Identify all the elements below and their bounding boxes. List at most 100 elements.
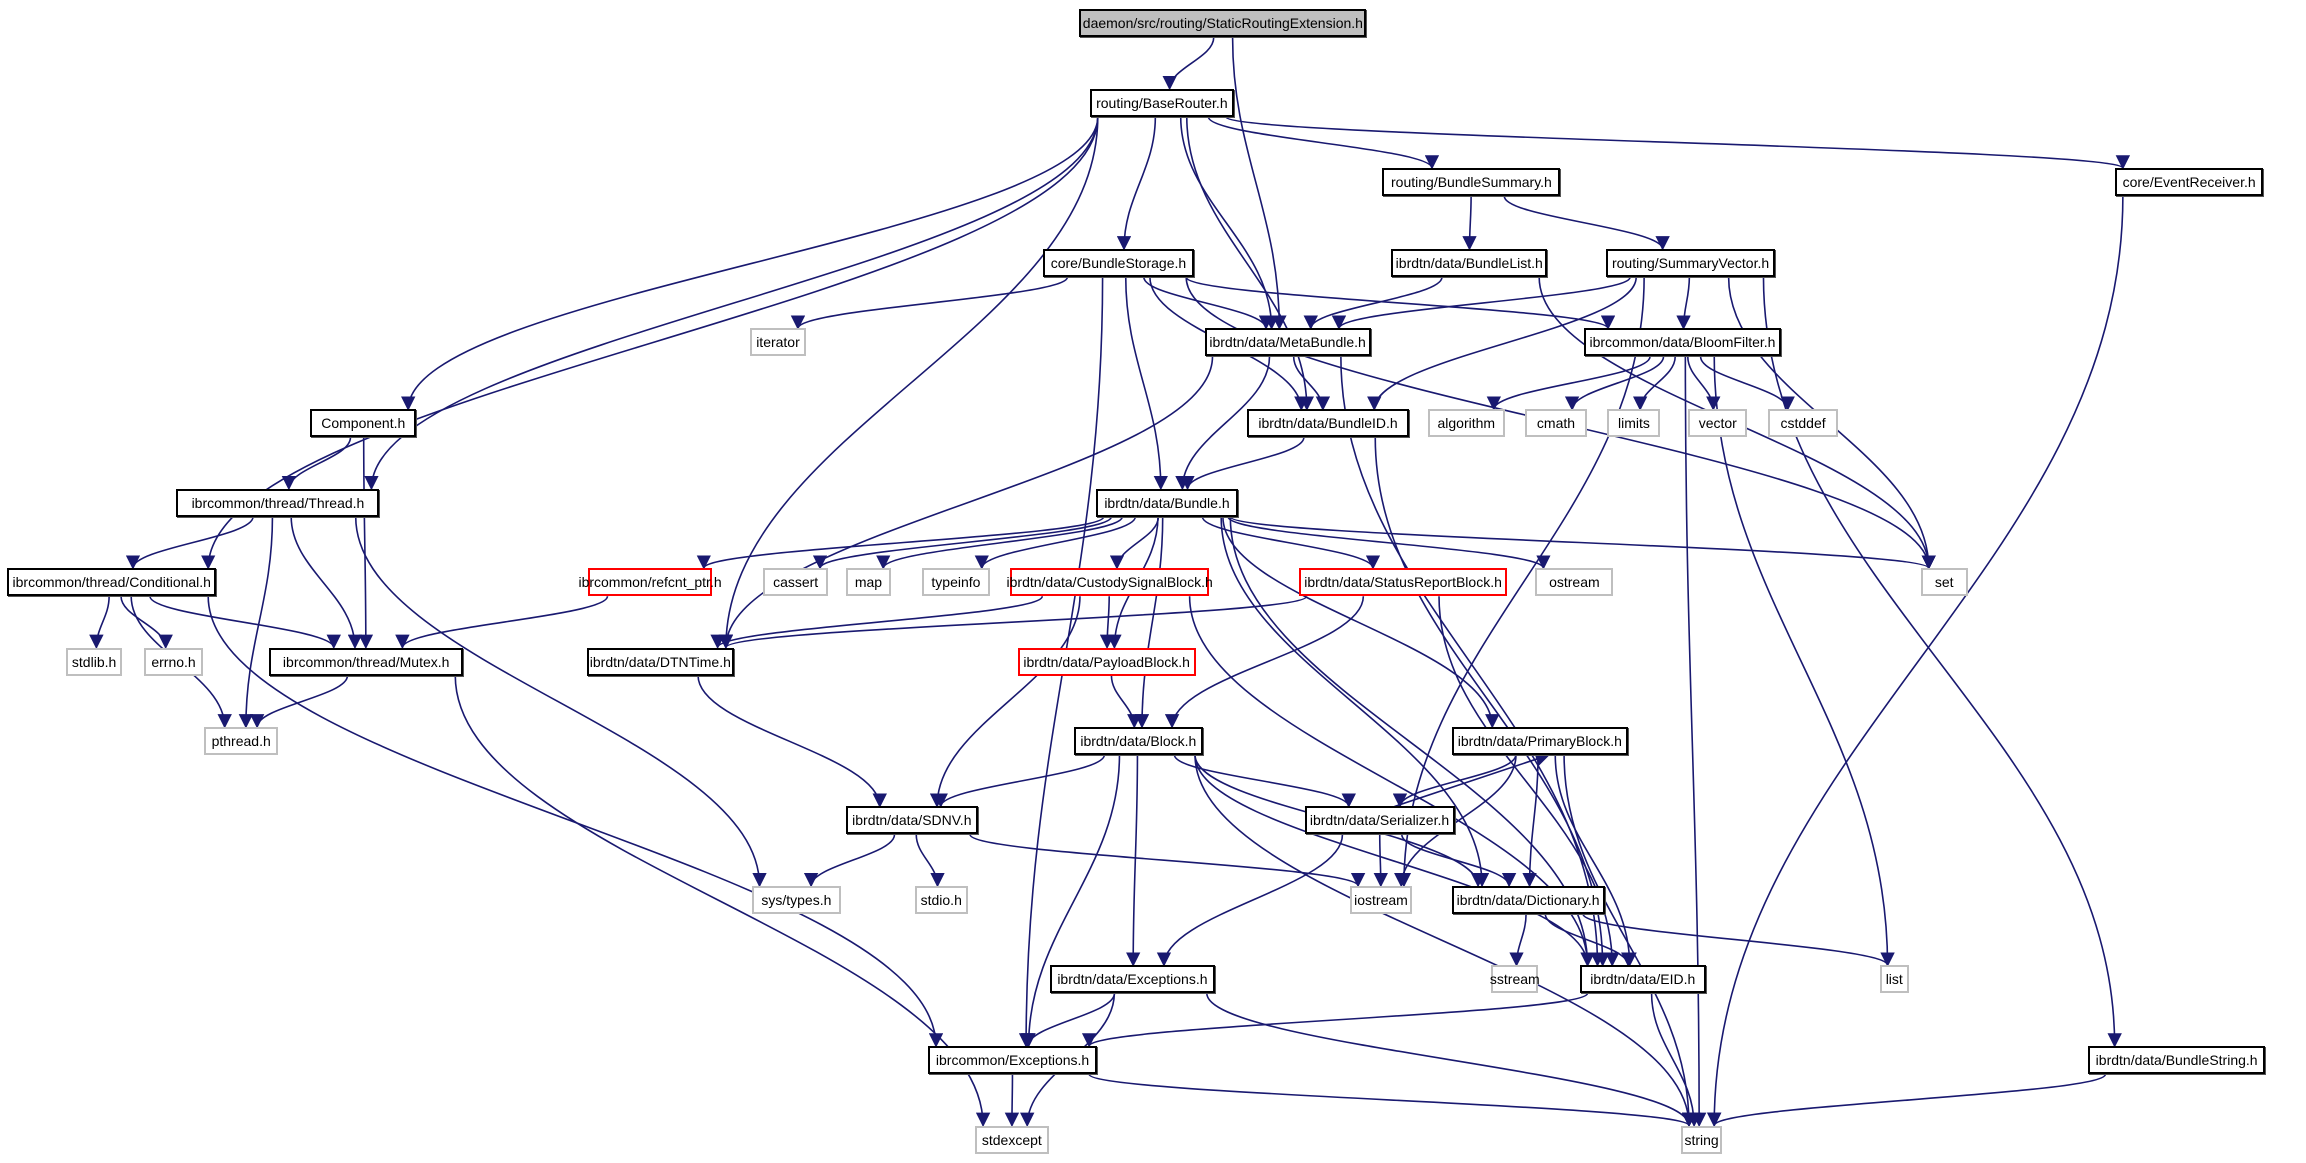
- node-label: ibrdtn/data/Exceptions.h: [1057, 971, 1208, 988]
- edge-Serializer-to-iostream: [1373, 834, 1388, 888]
- node-conditional[interactable]: ibrcommon/thread/Conditional.h: [7, 568, 217, 597]
- node-iterator: iterator: [750, 328, 806, 357]
- edge-Block-to-SDNV: [933, 754, 1106, 808]
- node-stdexcept: stdexcept: [975, 1125, 1049, 1154]
- edge-Serializer-to-Exceptions: [1156, 834, 1344, 967]
- node-label: ibrdtn/data/Block.h: [1080, 733, 1197, 750]
- node-label: cassert: [773, 574, 819, 591]
- node-event-receiver[interactable]: core/EventReceiver.h: [2114, 168, 2264, 197]
- edge-Bundle-to-cassert: [812, 516, 1113, 570]
- edge-Bundle-to-ostream: [1227, 516, 1551, 570]
- node-label: ibrcommon/Exceptions.h: [935, 1052, 1090, 1069]
- edge-Exceptions-to-ibrExceptions: [1020, 993, 1116, 1048]
- edge-Thread-to-pthread: [238, 516, 274, 729]
- edge-ibrExceptions-to-string: [1088, 1073, 1696, 1128]
- edge-SDNV-to-iostream: [969, 833, 1366, 888]
- node-bundle-id[interactable]: ibrdtn/data/BundleID.h: [1247, 409, 1409, 438]
- node-status-report[interactable]: ibrdtn/data/StatusReportBlock.h: [1298, 568, 1508, 597]
- node-dtntime[interactable]: ibrdtn/data/DTNTime.h: [586, 647, 734, 676]
- node-refcnt[interactable]: ibrcommon/refcnt_ptr.h: [578, 568, 722, 597]
- node-label: ibrcommon/refcnt_ptr.h: [578, 574, 722, 591]
- node-bundle-string[interactable]: ibrdtn/data/BundleString.h: [2088, 1046, 2265, 1075]
- edge-EID-to-ibrExceptions: [1082, 992, 1589, 1048]
- node-bloom-filter[interactable]: ibrcommon/data/BloomFilter.h: [1583, 328, 1781, 357]
- edge-Dictionary-to-EID: [1544, 913, 1636, 967]
- node-eid[interactable]: ibrdtn/data/EID.h: [1579, 965, 1706, 994]
- node-summary-vector[interactable]: routing/SummaryVector.h: [1606, 249, 1776, 278]
- node-vector: vector: [1688, 409, 1748, 438]
- edge-BundleStorage-to-Bundle: [1124, 277, 1169, 491]
- node-label: ibrdtn/data/PrimaryBlock.h: [1457, 733, 1622, 750]
- edge-Conditional-to-stdlib: [89, 596, 110, 650]
- edge-BaseRouter-to-Thread: [364, 116, 1099, 491]
- node-base-router[interactable]: routing/BaseRouter.h: [1089, 88, 1234, 117]
- edge-ibrExceptions-to-stdexcept: [1004, 1074, 1020, 1128]
- node-thread[interactable]: ibrcommon/thread/Thread.h: [176, 488, 380, 517]
- node-ibr-exceptions[interactable]: ibrcommon/Exceptions.h: [928, 1046, 1098, 1075]
- edge-Bundle-to-typeinfo: [974, 516, 1137, 570]
- edge-SummaryVector-to-BloomFilter: [1676, 277, 1691, 330]
- node-label: set: [1934, 574, 1954, 591]
- edge-BaseRouter-to-BundleID: [1185, 116, 1315, 411]
- edge-Mutex-to-stdexcept: [454, 675, 991, 1128]
- edge-Bundle-to-map: [876, 516, 1124, 570]
- node-exceptions[interactable]: ibrdtn/data/Exceptions.h: [1050, 965, 1215, 994]
- node-iostream: iostream: [1350, 885, 1412, 914]
- node-label: algorithm: [1437, 415, 1496, 432]
- node-bundle-list[interactable]: ibrdtn/data/BundleList.h: [1391, 249, 1548, 278]
- edge-BaseRouter-to-MetaBundle: [1179, 116, 1279, 330]
- node-meta-bundle[interactable]: ibrdtn/data/MetaBundle.h: [1204, 328, 1371, 357]
- edge-EventReceiver-to-string: [1707, 196, 2124, 1128]
- node-label: ibrdtn/data/BundleList.h: [1395, 255, 1543, 272]
- edge-StatusReport-to-DTNTime: [719, 595, 1308, 650]
- node-cstddef: cstddef: [1767, 409, 1839, 438]
- edge-Block-to-ibrExceptions: [1021, 755, 1121, 1048]
- node-label: ibrdtn/data/Bundle.h: [1104, 494, 1230, 511]
- node-stdio: stdio.h: [914, 885, 968, 914]
- node-component[interactable]: Component.h: [310, 409, 417, 438]
- edge-Dictionary-to-list: [1582, 913, 1895, 967]
- node-sdnv[interactable]: ibrdtn/data/SDNV.h: [845, 806, 978, 835]
- node-string: string: [1681, 1125, 1723, 1154]
- edge-PrimaryBlock-to-EID: [1554, 755, 1637, 967]
- node-label: core/EventReceiver.h: [2122, 174, 2256, 191]
- node-stdlib: stdlib.h: [66, 647, 123, 676]
- node-label: stdexcept: [981, 1131, 1042, 1148]
- node-payload[interactable]: ibrdtn/data/PayloadBlock.h: [1017, 647, 1196, 676]
- node-label: routing/BundleSummary.h: [1391, 174, 1552, 191]
- node-label: routing/SummaryVector.h: [1611, 255, 1770, 272]
- node-label: string: [1684, 1131, 1719, 1148]
- node-errno: errno.h: [144, 647, 203, 676]
- node-primary-block[interactable]: ibrdtn/data/PrimaryBlock.h: [1451, 727, 1629, 756]
- node-dictionary[interactable]: ibrdtn/data/Dictionary.h: [1451, 885, 1605, 914]
- edge-BloomFilter-to-cmath: [1564, 356, 1665, 411]
- node-label: iostream: [1354, 891, 1408, 908]
- edge-StatusReport-to-Block: [1164, 596, 1365, 729]
- edge-BaseRouter-to-BundleStorage: [1116, 116, 1157, 251]
- node-bundle-storage[interactable]: core/BundleStorage.h: [1042, 249, 1195, 278]
- edge-Conditional-to-Mutex: [149, 595, 341, 650]
- node-label: ibrdtn/data/Serializer.h: [1309, 812, 1450, 829]
- node-label: core/BundleStorage.h: [1050, 255, 1187, 272]
- node-bundle[interactable]: ibrdtn/data/Bundle.h: [1095, 488, 1239, 517]
- node-bundle-summary[interactable]: routing/BundleSummary.h: [1382, 168, 1561, 197]
- edge-BloomFilter-to-list: [1713, 356, 1895, 967]
- node-label: iterator: [756, 334, 800, 351]
- edge-BaseRouter-to-Component: [401, 116, 1099, 411]
- node-label: ibrdtn/data/Dictionary.h: [1456, 891, 1600, 908]
- node-block[interactable]: ibrdtn/data/Block.h: [1073, 727, 1204, 756]
- node-ostream: ostream: [1535, 568, 1614, 597]
- edge-EID-to-string: [1650, 993, 1702, 1128]
- node-serializer[interactable]: ibrdtn/data/Serializer.h: [1304, 806, 1455, 835]
- edge-MetaBundle-to-DTNTime: [718, 356, 1214, 650]
- edge-Exceptions-to-string: [1206, 993, 1697, 1128]
- edge-Custody-to-DTNTime: [710, 595, 1044, 650]
- edge-BloomFilter-to-cstddef: [1699, 356, 1795, 411]
- node-mutex[interactable]: ibrcommon/thread/Mutex.h: [269, 647, 464, 676]
- node-custody[interactable]: ibrdtn/data/CustodySignalBlock.h: [1007, 568, 1213, 597]
- node-label: ibrcommon/thread/Conditional.h: [12, 574, 211, 591]
- node-root[interactable]: daemon/src/routing/StaticRoutingExtensio…: [1079, 9, 1367, 38]
- node-label: ibrdtn/data/DTNTime.h: [589, 653, 731, 670]
- edge-MetaBundle-to-Bundle: [1175, 356, 1271, 491]
